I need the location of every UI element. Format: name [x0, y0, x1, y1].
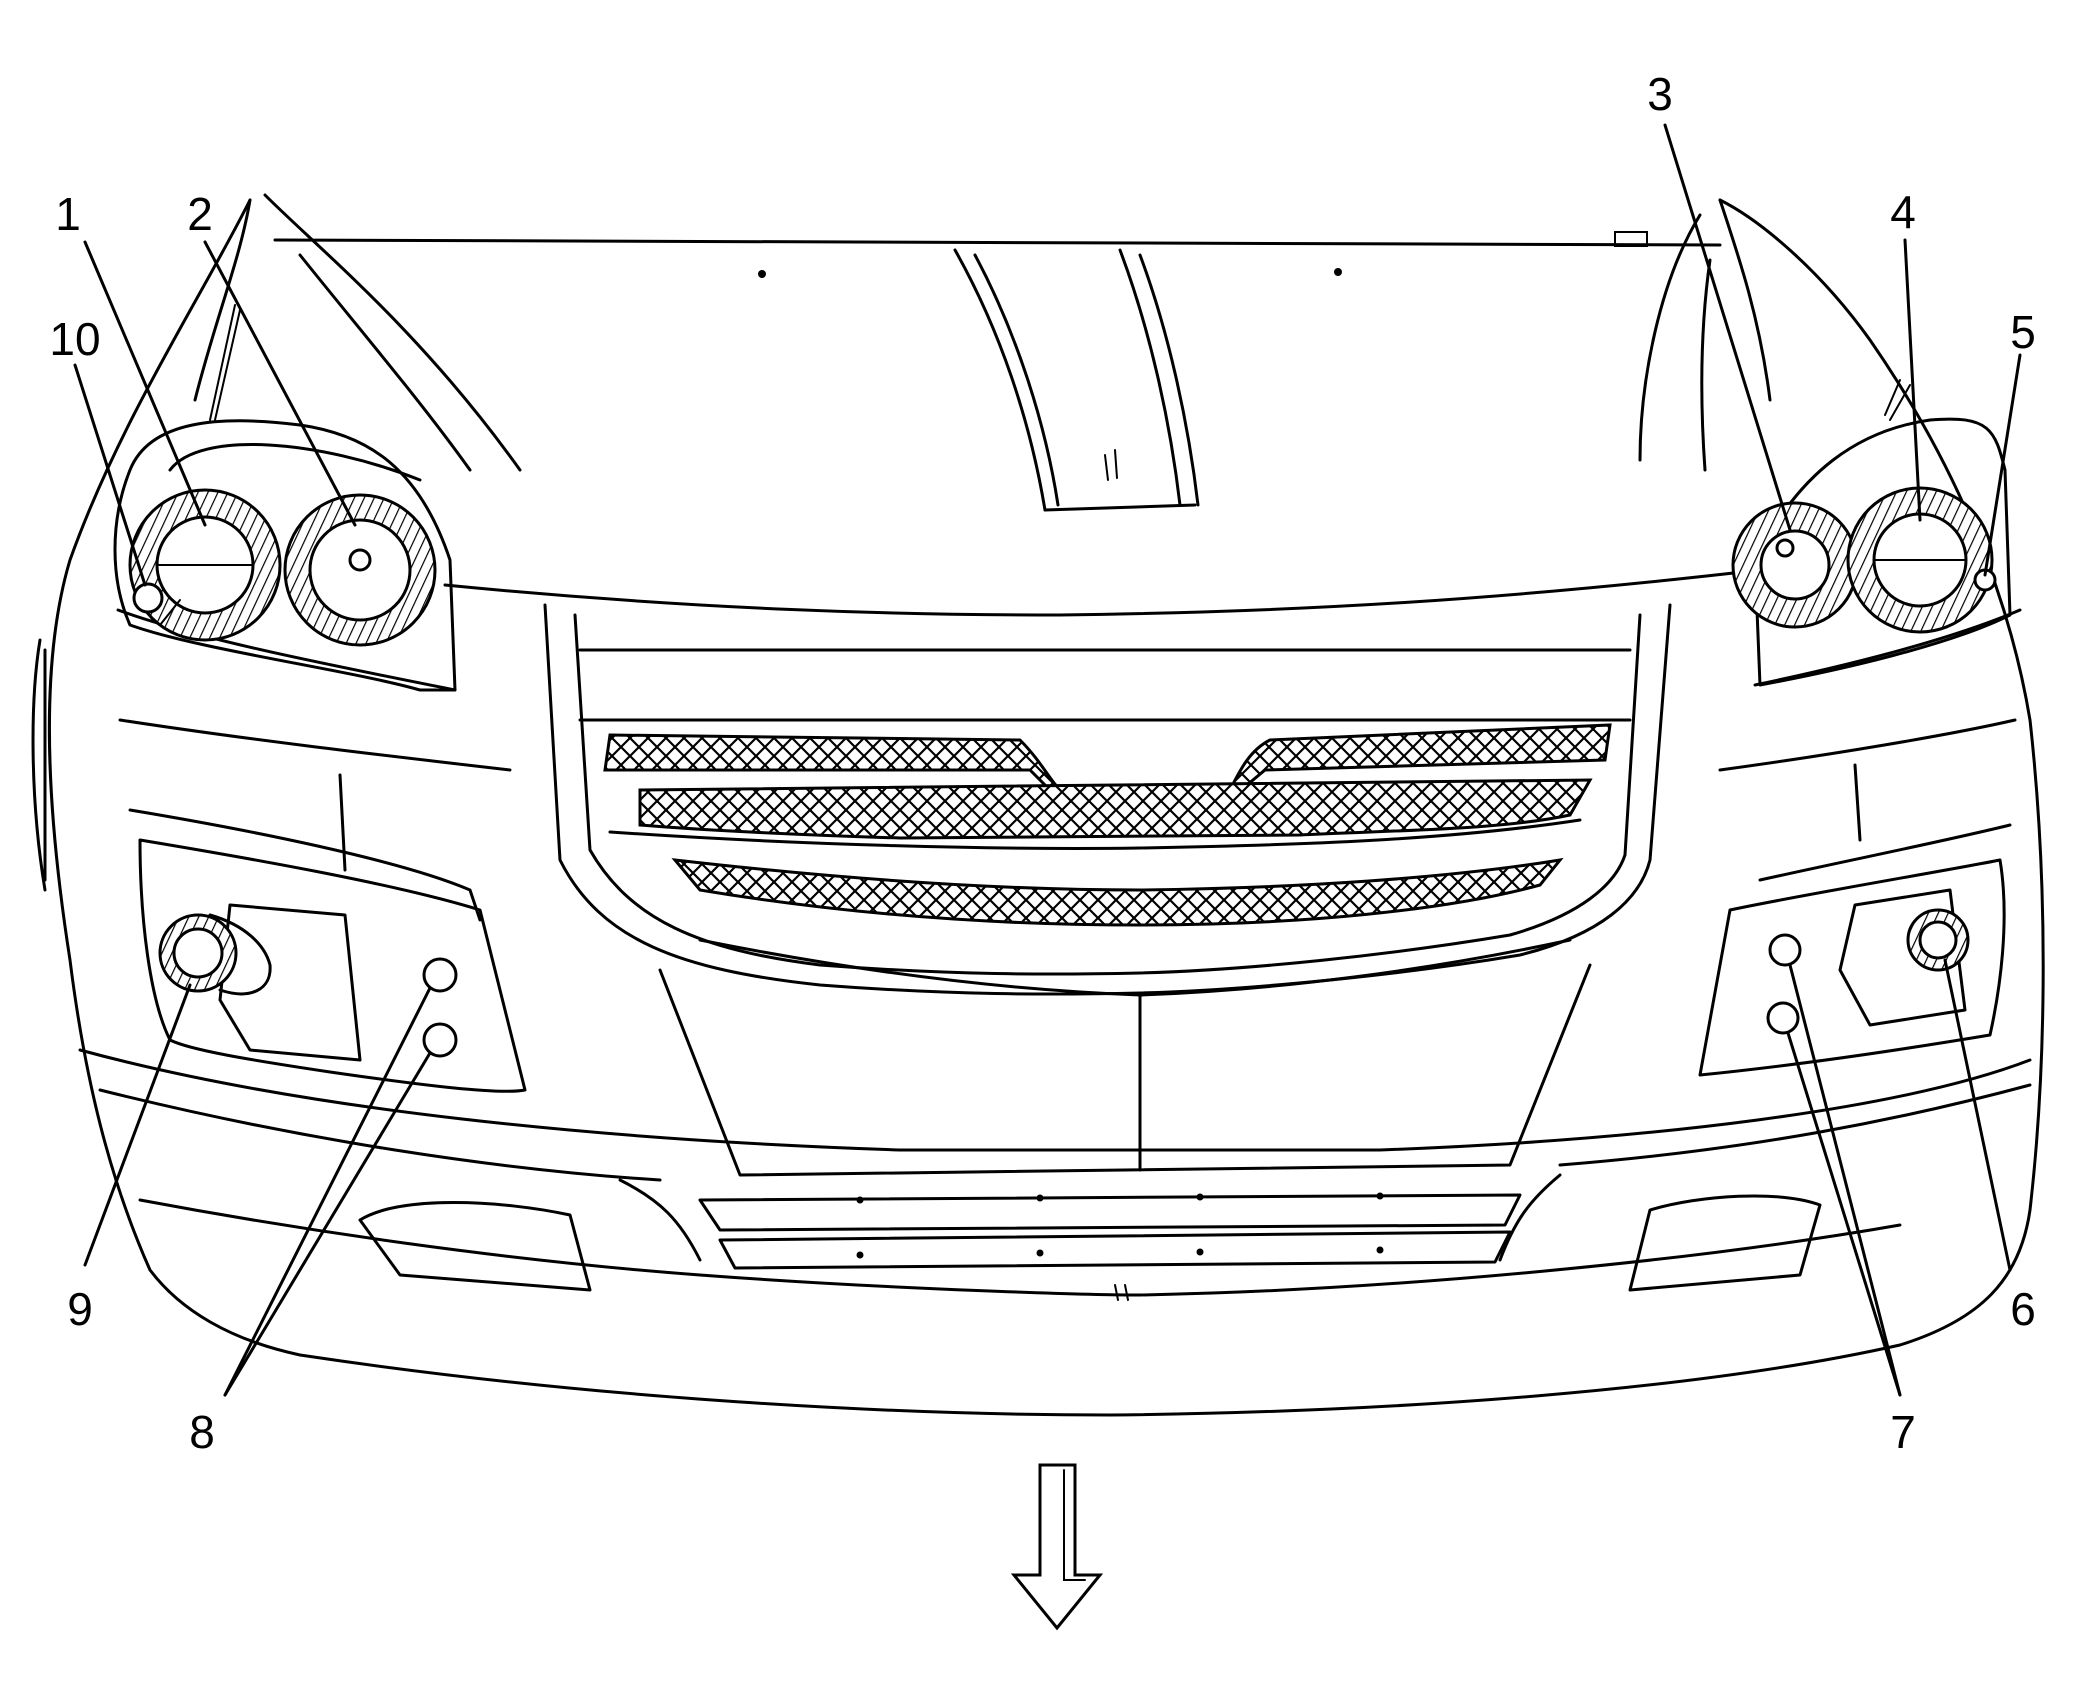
callouts: 1 2 3 4 5 6 7 8 9 10: [49, 68, 2035, 1458]
callout-6: 6: [2010, 1283, 2036, 1335]
callout-2: 2: [187, 188, 213, 240]
vehicle-body: [31, 193, 2045, 1417]
hood: [273, 231, 1762, 617]
callout-7: 7: [1890, 1406, 1916, 1458]
leader-lines: [73, 123, 2022, 1397]
callout-8: 8: [189, 1406, 215, 1458]
callout-5: 5: [2010, 306, 2036, 358]
callout-1: 1: [55, 188, 81, 240]
callout-3: 3: [1647, 68, 1673, 120]
arrow-down-icon: [1010, 1463, 1104, 1631]
left-headlamp: [113, 304, 457, 692]
callout-9: 9: [67, 1283, 93, 1335]
left-fog-lamp-area: [128, 808, 527, 1093]
callout-10: 10: [49, 313, 100, 365]
right-headlamp: [1731, 379, 2022, 687]
right-fog-lamp-area: [1698, 823, 2012, 1077]
callout-4: 4: [1890, 186, 1916, 238]
grille: [543, 603, 1672, 1177]
